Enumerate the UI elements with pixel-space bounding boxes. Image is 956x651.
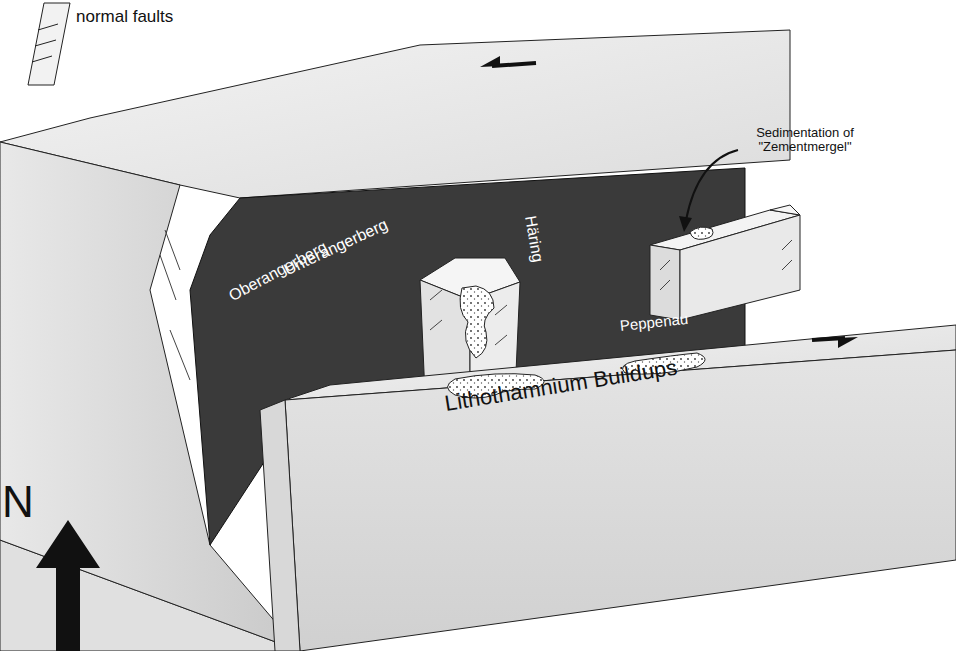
- legend-fault-sample: [28, 3, 70, 85]
- leader-arrow: [686, 150, 738, 220]
- shear-arrow: [480, 56, 536, 67]
- legend-text: normal faults: [76, 8, 173, 27]
- shear-arrow: [812, 337, 858, 348]
- leader-arrowhead: [679, 216, 692, 232]
- east-fault-block: [650, 205, 800, 320]
- north-label: N: [2, 478, 34, 526]
- place-label: Sedimentation of "Zementmergel": [740, 126, 870, 155]
- fault-hatch: [160, 230, 190, 380]
- north-arrow: [36, 520, 100, 651]
